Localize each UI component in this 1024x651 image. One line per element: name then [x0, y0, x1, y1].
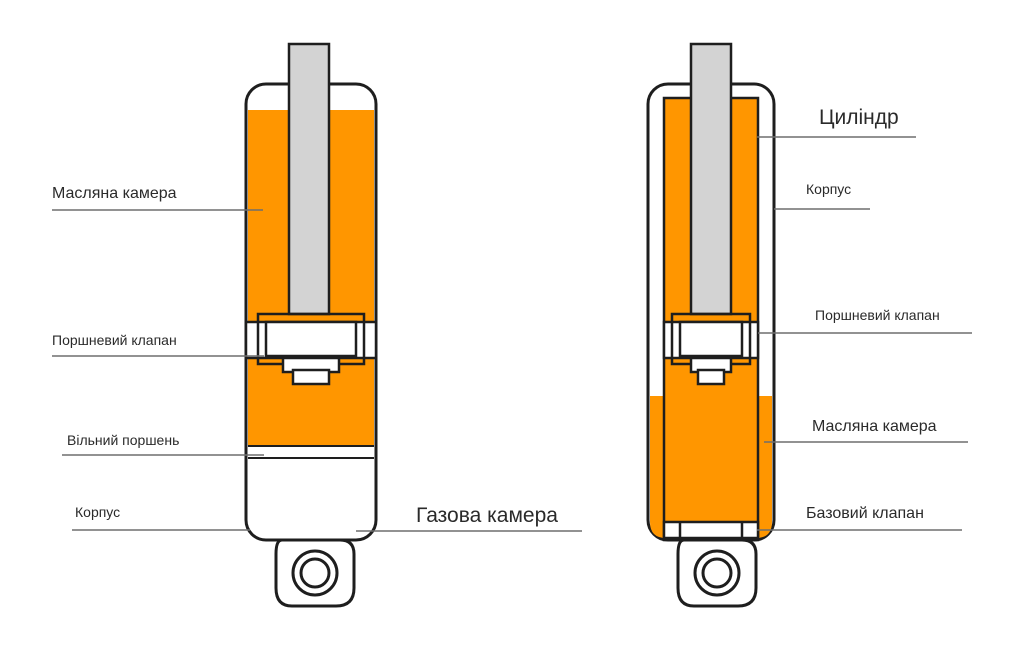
label-free-piston: Вільний поршень	[62, 432, 264, 456]
label-housing-left: Корпус	[72, 504, 250, 531]
svg-text:Базовий клапан: Базовий клапан	[806, 505, 924, 522]
left-piston-rod	[287, 42, 331, 316]
right-shock-absorber: Циліндр Корпус Поршневий клапан Масляна …	[646, 42, 972, 608]
right-piston-rod	[689, 42, 733, 316]
label-housing-right: Корпус	[774, 181, 870, 210]
svg-text:Циліндр: Циліндр	[819, 106, 899, 129]
svg-text:Поршневий клапан: Поршневий клапан	[52, 332, 177, 348]
left-eye-mount	[274, 538, 356, 608]
label-base-valve: Базовий клапан	[757, 505, 962, 531]
label-piston-valve-right: Поршневий клапан	[758, 307, 972, 334]
label-cylinder: Циліндр	[757, 106, 916, 138]
label-oil-chamber-right: Масляна камера	[764, 418, 968, 443]
label-gas-chamber: Газова камера	[356, 504, 582, 532]
left-free-piston	[248, 445, 374, 459]
right-base-valve	[662, 520, 760, 540]
svg-text:Масляна камера: Масляна камера	[812, 418, 937, 435]
label-piston-valve-left: Поршневий клапан	[52, 332, 264, 357]
svg-text:Корпус: Корпус	[75, 504, 120, 520]
svg-text:Корпус: Корпус	[806, 181, 851, 197]
svg-text:Газова камера: Газова камера	[416, 504, 558, 527]
svg-text:Вільний поршень: Вільний поршень	[67, 432, 179, 448]
right-piston-valve	[662, 312, 760, 386]
svg-text:Масляна камера: Масляна камера	[52, 185, 177, 202]
label-oil-chamber-left: Масляна камера	[52, 185, 263, 211]
left-shock-absorber: Масляна камера Поршневий клапан Вільний …	[52, 42, 582, 608]
right-eye-mount	[676, 538, 758, 608]
left-piston-valve	[244, 312, 378, 386]
svg-text:Поршневий клапан: Поршневий клапан	[815, 307, 940, 323]
